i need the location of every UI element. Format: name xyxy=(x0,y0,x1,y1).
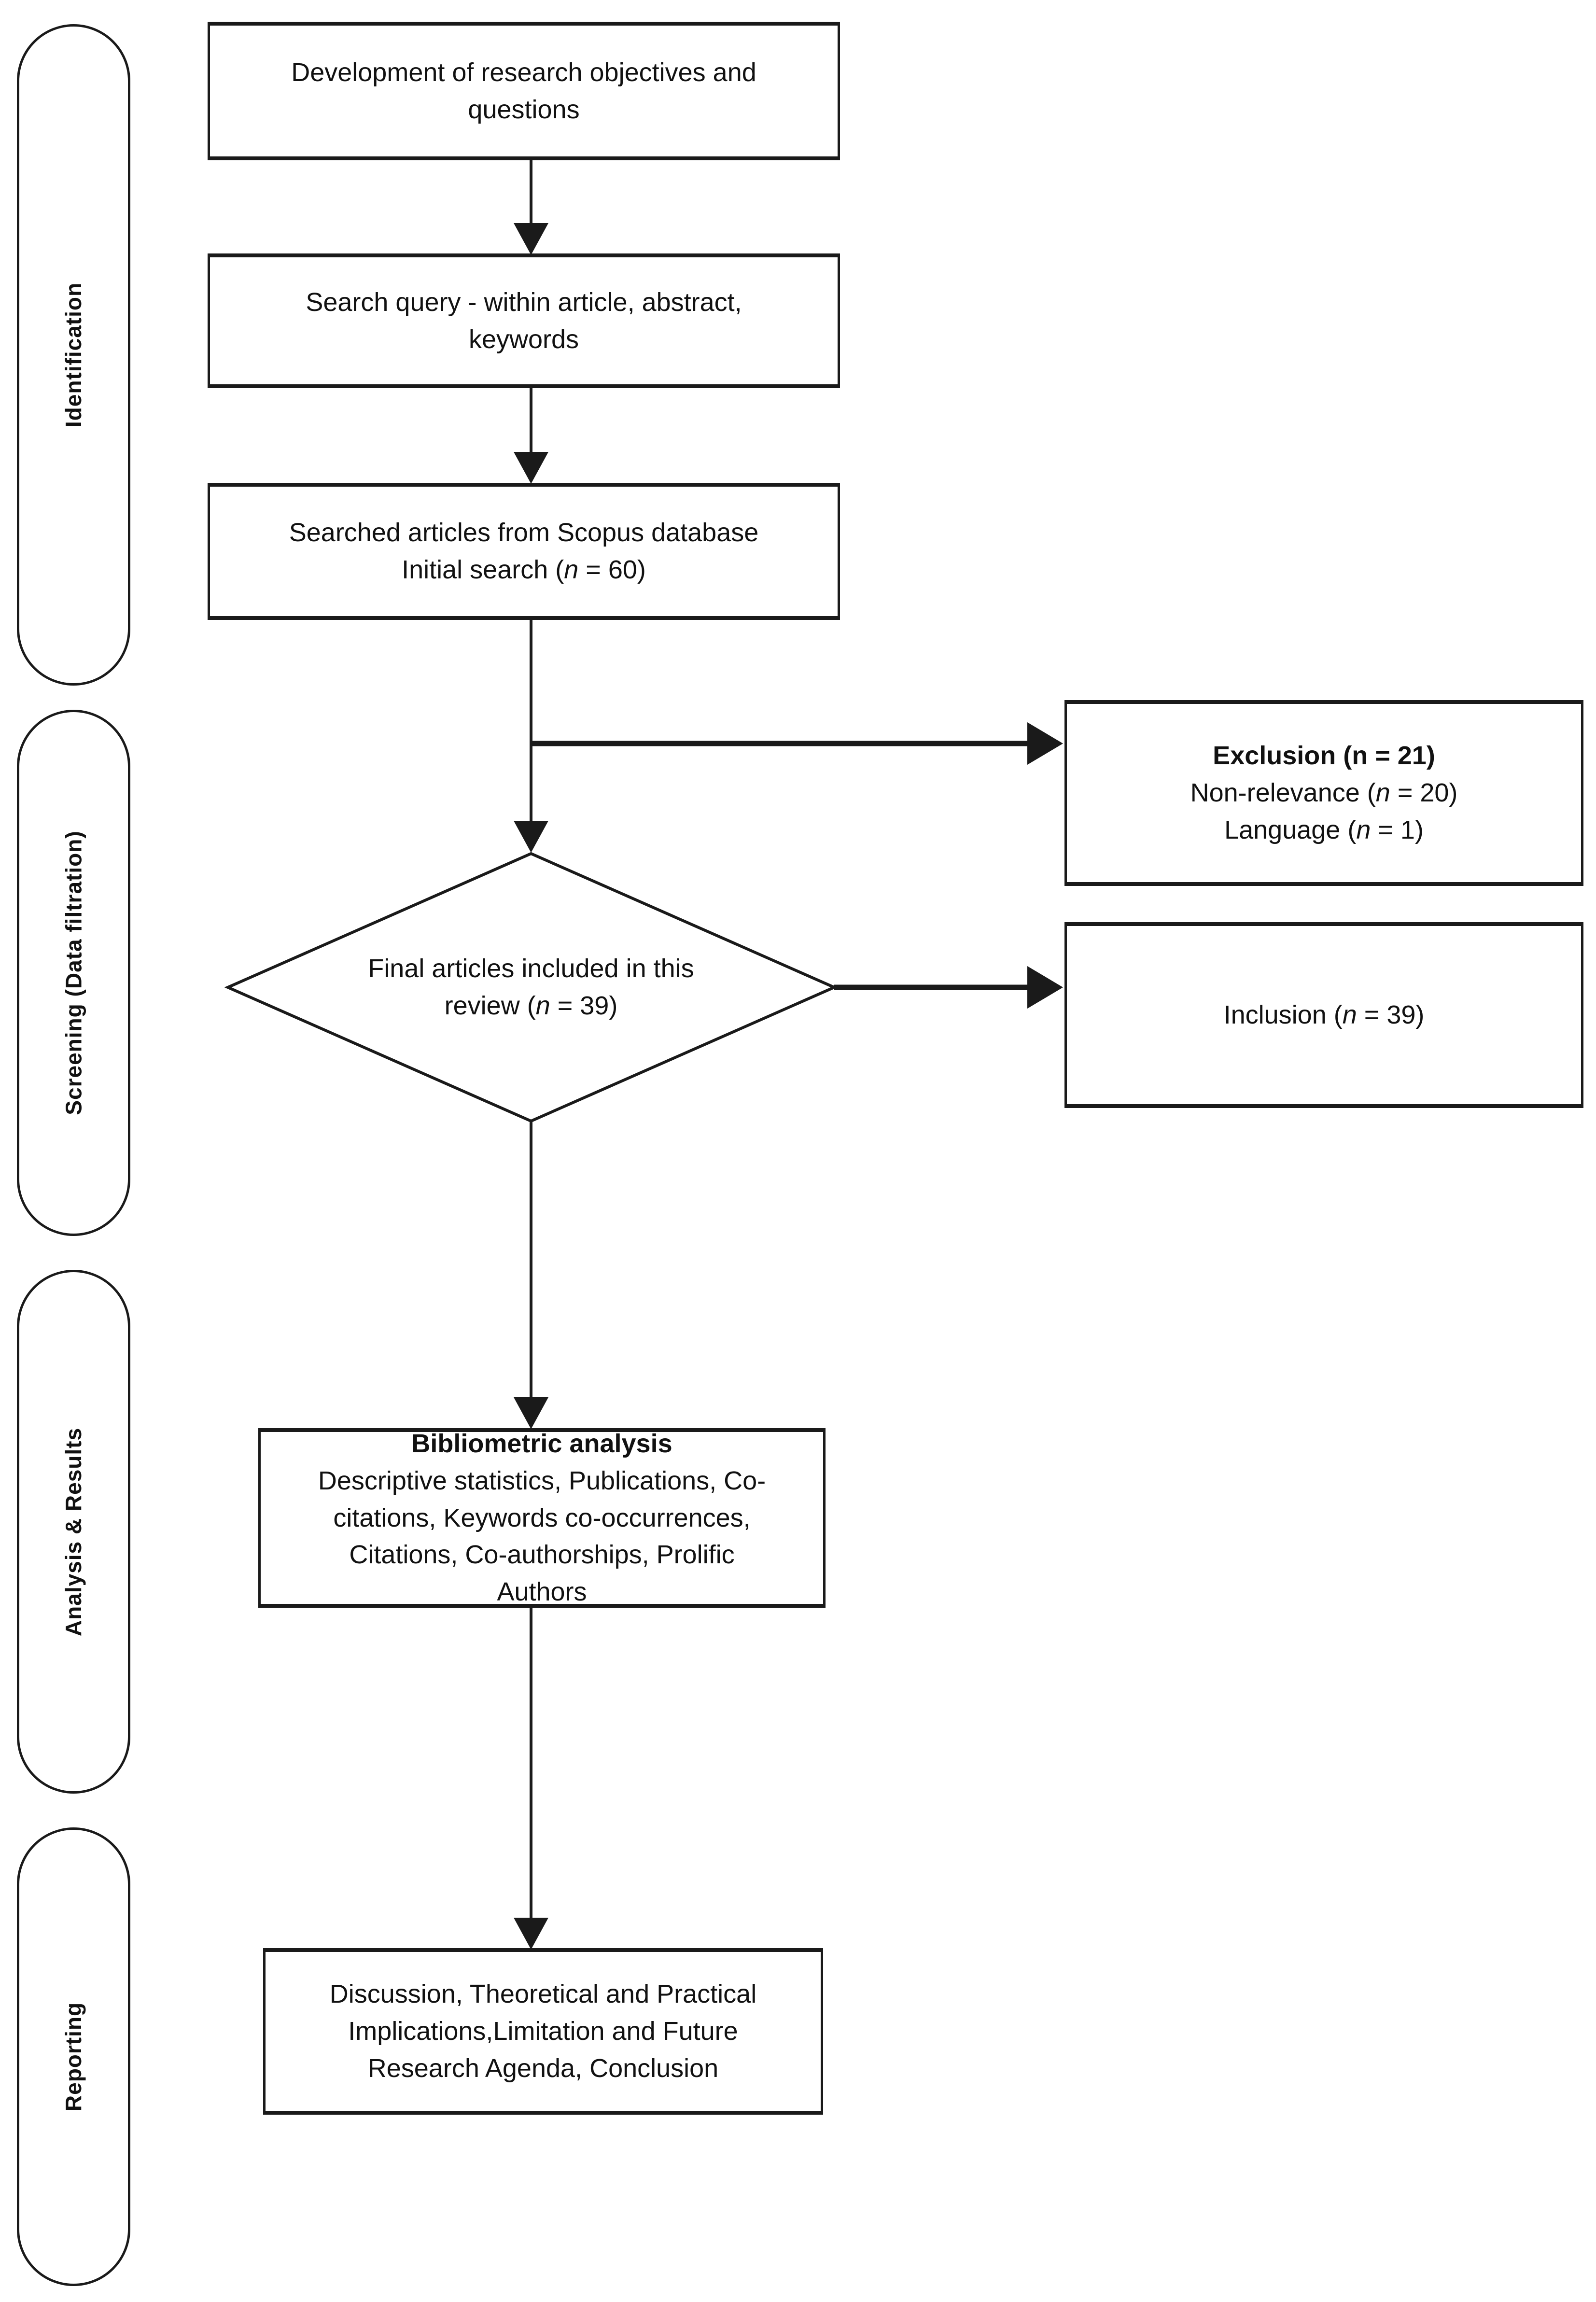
node-exclusion: Exclusion (n = 21) Non-relevance (n = 20… xyxy=(1064,700,1583,886)
node-bibliometric-analysis: Bibliometric analysis Descriptive statis… xyxy=(258,1428,826,1608)
node-bibliometric-body: Descriptive statistics, Publications, Co… xyxy=(318,1466,766,1607)
node-scopus-search: Searched articles from Scopus database I… xyxy=(208,483,840,620)
node-research-objectives: Development of research objectives and q… xyxy=(208,22,840,160)
stage-screening: Screening (Data filtration) xyxy=(17,710,130,1236)
node-bibliometric-title: Bibliometric analysis xyxy=(411,1429,672,1459)
node-exclusion-title: Exclusion (n = 21) xyxy=(1213,741,1435,771)
stage-identification: Identification xyxy=(17,24,130,686)
node-reporting-discussion-text: Discussion, Theoretical and Practical Im… xyxy=(329,1979,757,2083)
arrowhead-right-exclusion xyxy=(1027,722,1063,765)
arrowhead-right-inclusion xyxy=(1027,966,1063,1009)
node-research-objectives-text: Development of research objectives and q… xyxy=(291,57,756,124)
node-inclusion-text: Inclusion (n = 39) xyxy=(1223,1000,1425,1030)
arrowhead-down-4 xyxy=(514,1397,548,1429)
node-scopus-search-text: Searched articles from Scopus database I… xyxy=(289,518,759,584)
node-exclusion-details: Non-relevance (n = 20) Language (n = 1) xyxy=(1190,778,1458,844)
node-decision-text: Final articles included in this review (… xyxy=(368,954,694,1020)
arrowhead-down-1 xyxy=(514,223,548,255)
node-reporting-discussion: Discussion, Theoretical and Practical Im… xyxy=(263,1948,823,2115)
node-inclusion: Inclusion (n = 39) xyxy=(1064,922,1583,1108)
arrowhead-down-3 xyxy=(514,821,548,853)
arrowhead-down-5 xyxy=(514,1918,548,1950)
stage-reporting: Reporting xyxy=(17,1827,130,2286)
node-decision-final-articles: Final articles included in this review (… xyxy=(314,920,748,1055)
node-search-query-text: Search query - within article, abstract,… xyxy=(306,287,742,354)
stage-reporting-label: Reporting xyxy=(61,2002,86,2112)
stage-identification-label: Identification xyxy=(61,282,86,428)
stage-screening-label: Screening (Data filtration) xyxy=(61,830,86,1115)
stage-analysis-results: Analysis & Results xyxy=(17,1270,130,1794)
decision-diamond-shape xyxy=(224,852,838,1123)
node-search-query: Search query - within article, abstract,… xyxy=(208,253,840,388)
arrowhead-down-2 xyxy=(514,452,548,484)
stage-analysis-results-label: Analysis & Results xyxy=(61,1427,86,1636)
